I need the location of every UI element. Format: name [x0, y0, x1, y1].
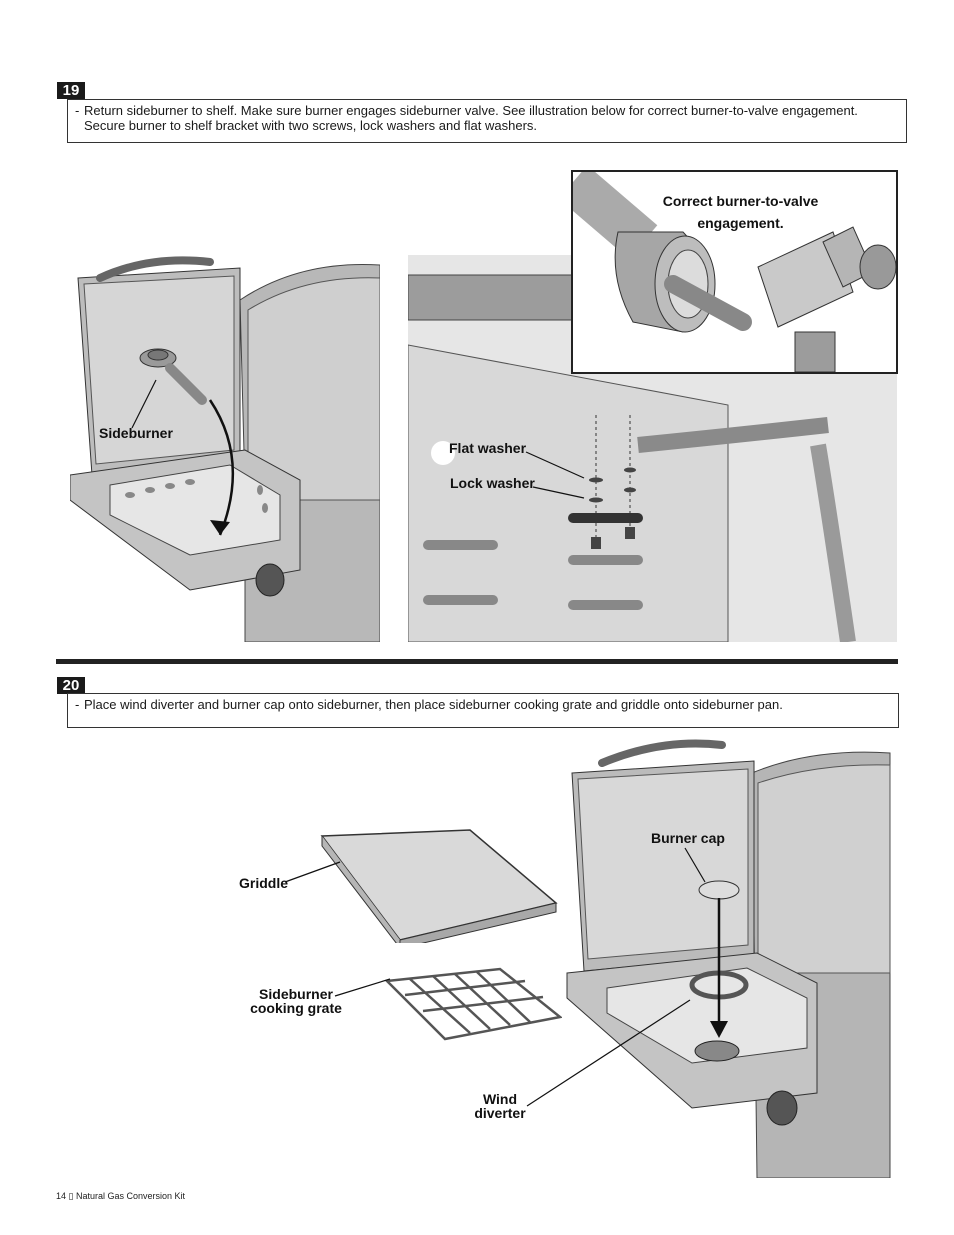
cooking-grate-drawing	[385, 967, 563, 1041]
step-instruction-text: Return sideburner to shelf. Make sure bu…	[84, 103, 858, 133]
inset-caption: Correct burner-to-valve engagement.	[653, 190, 828, 234]
step-number-badge: 20	[57, 677, 85, 694]
label-wind-diverter-line-1: Wind	[482, 1091, 518, 1107]
label-wind-diverter: Wind diverter	[470, 1092, 530, 1120]
page-number: 14	[56, 1191, 67, 1201]
step-instruction-box: - Return sideburner to shelf. Make sure …	[67, 99, 907, 143]
sideburner-illustration: Sideburner	[70, 250, 380, 642]
engagement-inset: Correct burner-to-valve engagement.	[571, 170, 898, 374]
griddle-drawing	[320, 829, 558, 943]
step-instruction-box: - Place wind diverter and burner cap ont…	[67, 693, 899, 728]
inset-caption-line-2: engagement.	[697, 215, 784, 231]
label-lock-washer: Lock washer	[450, 475, 535, 491]
label-burner-cap: Burner cap	[651, 830, 725, 846]
section-divider	[56, 659, 898, 664]
inset-caption-line-1: Correct burner-to-valve	[662, 193, 819, 209]
label-sideburner: Sideburner	[99, 425, 173, 441]
step-number-badge: 19	[57, 82, 85, 99]
label-cooking-grate: Sideburner cooking grate	[250, 987, 342, 1015]
label-griddle: Griddle	[239, 875, 289, 891]
bullet-dash: -	[75, 697, 80, 712]
footer-separator: ▯	[68, 1191, 74, 1201]
label-wind-diverter-line-2: diverter	[474, 1105, 526, 1121]
grill-burner-cap-drawing	[562, 733, 892, 1178]
footer-title: Natural Gas Conversion Kit	[76, 1191, 186, 1201]
bullet-dash: -	[75, 103, 80, 118]
label-flat-washer: Flat washer	[449, 440, 527, 456]
label-cooking-grate-line-2: cooking grate	[250, 1000, 342, 1016]
label-cooking-grate-line-1: Sideburner	[259, 986, 333, 1002]
step-instruction-text: Place wind diverter and burner cap onto …	[84, 697, 783, 712]
sideburner-drawing	[70, 256, 380, 642]
page-footer: 14 ▯ Natural Gas Conversion Kit	[56, 1191, 185, 1202]
engagement-drawing	[573, 172, 896, 372]
